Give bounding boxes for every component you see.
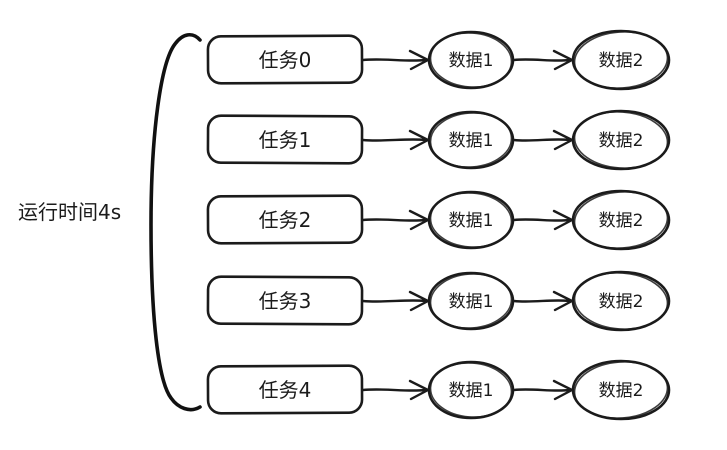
- arrow: [512, 299, 571, 303]
- arrow: [361, 388, 427, 392]
- task-node-label: 任务2: [259, 208, 312, 232]
- arrow: [361, 299, 427, 303]
- arrow-head-icon: [552, 209, 574, 231]
- data2-node-label: 数据2: [599, 211, 644, 231]
- data2-node-outline: [573, 191, 669, 249]
- arrow: [512, 138, 571, 142]
- data2-node: [571, 359, 671, 421]
- arrow-head-icon: [552, 49, 574, 71]
- data1-node-label: 数据1: [449, 292, 494, 312]
- arrow-head-icon: [552, 129, 574, 151]
- data2-node-outline: [573, 361, 669, 419]
- arrow-head-icon: [552, 290, 574, 312]
- data2-node-label: 数据2: [599, 51, 644, 71]
- data1-node-label: 数据1: [449, 381, 494, 401]
- data1-node-outline: [429, 362, 513, 418]
- task-row: 任务3 数据1 数据2: [206, 270, 671, 332]
- arrow: [361, 138, 427, 142]
- task-node: [206, 34, 364, 85]
- task-row: 任务1 数据1 数据2: [206, 109, 671, 171]
- arrow: [512, 388, 571, 392]
- data2-node-outline: [573, 31, 669, 89]
- data1-node-outline: [429, 273, 513, 329]
- task-row: 任务2 数据1 数据2: [206, 189, 671, 251]
- arrow-head-icon: [408, 290, 430, 312]
- arrow-head-icon: [408, 209, 430, 231]
- arrow: [361, 58, 427, 62]
- data2-node-outline: [573, 272, 669, 330]
- task-row: 任务0 数据1 数据2: [206, 29, 671, 91]
- data1-node-label: 数据1: [449, 51, 494, 71]
- arrow: [361, 218, 427, 222]
- arrow-head-icon: [552, 379, 574, 401]
- task-node-label: 任务4: [259, 378, 312, 402]
- arrow: [512, 58, 571, 62]
- data1-node-outline: [429, 112, 513, 168]
- arrow-head-icon: [408, 129, 430, 151]
- data1-node-outline: [429, 32, 513, 88]
- data2-node: [571, 109, 671, 171]
- arrow: [512, 218, 571, 222]
- task-node-label: 任务3: [259, 289, 312, 313]
- task-node: [206, 364, 364, 415]
- task-node-label: 任务0: [259, 48, 312, 72]
- data2-node: [571, 29, 671, 91]
- data1-node-label: 数据1: [449, 131, 494, 151]
- data2-node-label: 数据2: [599, 131, 644, 151]
- brace: [149, 33, 202, 412]
- data2-node-label: 数据2: [599, 292, 644, 312]
- data1-node-outline: [429, 192, 513, 248]
- arrow-head-icon: [408, 379, 430, 401]
- data2-node-outline: [573, 111, 669, 169]
- brace-label: 运行时间4s: [18, 200, 121, 224]
- data2-node: [571, 270, 671, 332]
- arrow-head-icon: [408, 49, 430, 71]
- data2-node-label: 数据2: [599, 381, 644, 401]
- data1-node-label: 数据1: [449, 211, 494, 231]
- task-node-label: 任务1: [259, 128, 312, 152]
- task-row: 任务4 数据1 数据2: [206, 359, 671, 421]
- data2-node: [571, 189, 671, 251]
- task-node: [206, 194, 364, 245]
